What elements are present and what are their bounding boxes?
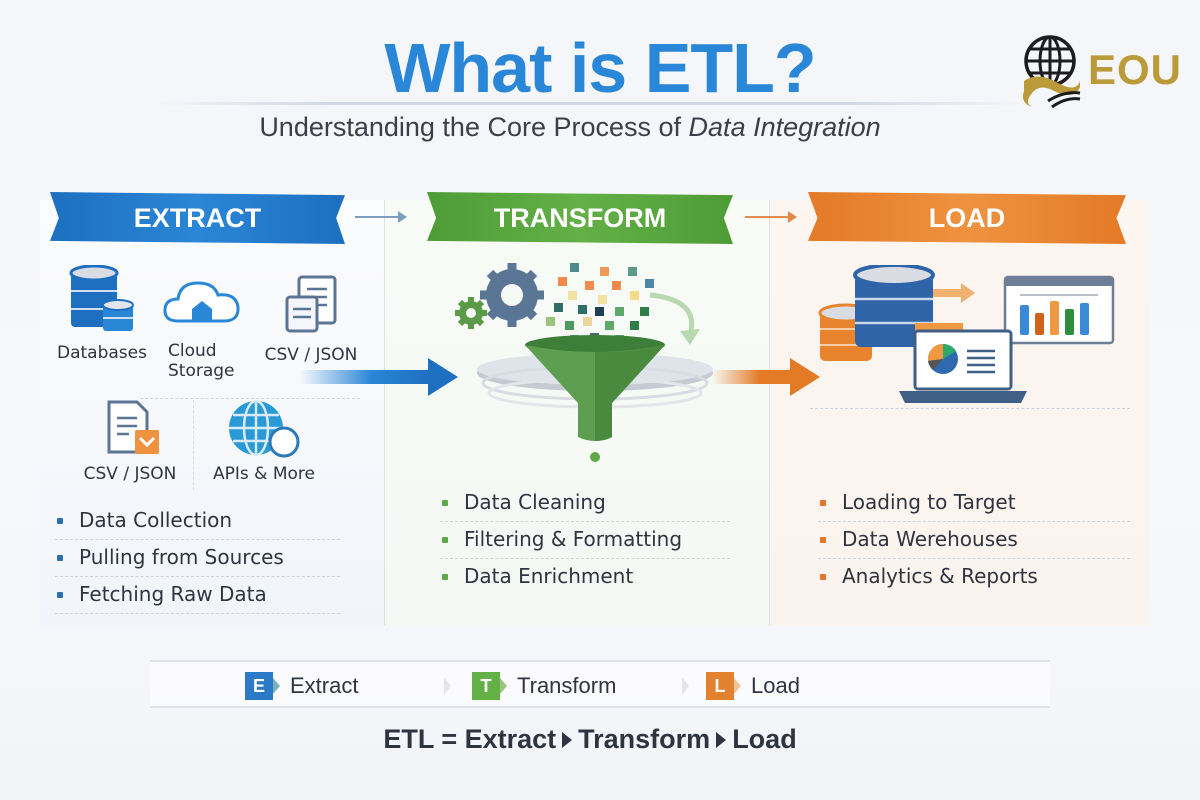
legend-transform: T Transform <box>472 672 616 700</box>
documents-icon <box>285 275 337 333</box>
bullet-icon <box>820 500 826 506</box>
logo-text: EOU <box>1088 46 1183 93</box>
flow-arrow-icon <box>712 358 822 396</box>
bullet-icon <box>57 592 63 598</box>
source-databases: Databases <box>52 265 152 363</box>
bullet-icon <box>442 537 448 543</box>
chevron-right-icon <box>734 678 741 694</box>
list-item: Data Werehouses <box>818 522 1130 559</box>
legend-extract: E Extract <box>245 672 358 700</box>
cloud-storage-icon <box>163 281 240 323</box>
transform-banner: TRANSFORM <box>427 192 733 244</box>
bullet-icon <box>820 537 826 543</box>
list-item: Pulling from Sources <box>55 540 340 577</box>
globe-api-icon <box>229 399 300 458</box>
load-banner: LOAD <box>808 192 1126 244</box>
load-panel <box>770 200 1150 625</box>
list-item: Analytics & Reports <box>818 559 1130 596</box>
play-triangle-icon <box>716 731 727 748</box>
list-item: Fetching Raw Data <box>55 577 340 614</box>
globe-wave-logo-icon <box>1023 35 1081 109</box>
bullet-icon <box>57 518 63 524</box>
chevron-right-icon <box>273 678 280 694</box>
warehouse-dashboard-icon <box>818 265 1115 403</box>
chevron-right-icon <box>500 678 507 694</box>
etl-legend: E Extract T Transform L Load <box>150 660 1050 708</box>
play-triangle-icon <box>562 731 573 748</box>
list-item: Filtering & Formatting <box>440 522 730 559</box>
transform-badge: T <box>472 672 500 700</box>
bullet-icon <box>442 500 448 506</box>
divider <box>193 400 194 490</box>
legend-load: L Load <box>706 672 800 700</box>
list-item: Data Cleaning <box>440 485 730 522</box>
funnel-gears-icon <box>455 263 713 462</box>
list-item: Data Enrichment <box>440 559 730 596</box>
source-apis: APIs & More <box>205 398 323 484</box>
divider <box>810 408 1130 409</box>
extract-bullet-list: Data Collection Pulling from Sources Fet… <box>55 503 340 614</box>
file-download-icon <box>107 400 159 454</box>
bullet-icon <box>57 555 63 561</box>
subtitle-emphasis: Data Integration <box>688 112 881 142</box>
bullet-icon <box>442 574 448 580</box>
list-item: Data Collection <box>55 503 340 540</box>
subtitle-text: Understanding the Core Process of <box>259 112 689 142</box>
eou-logo: EOU <box>1018 30 1188 110</box>
page-title: What is ETL? <box>384 29 816 107</box>
page-subtitle: Understanding the Core Process of Data I… <box>0 112 1140 143</box>
extract-banner: EXTRACT <box>50 192 345 244</box>
divider <box>140 398 360 399</box>
arrow-right-icon <box>355 211 407 223</box>
chevron-right-icon <box>682 677 689 695</box>
bullet-icon <box>820 574 826 580</box>
extract-badge: E <box>245 672 273 700</box>
source-cloud-storage: Cloud Storage <box>160 275 250 381</box>
title-divider <box>150 102 1030 105</box>
transform-bullet-list: Data Cleaning Filtering & Formatting Dat… <box>440 485 730 596</box>
database-icon <box>69 265 134 331</box>
source-csv-json-file: CSV / JSON <box>75 398 185 484</box>
load-badge: L <box>706 672 734 700</box>
flow-arrow-icon <box>300 358 460 396</box>
list-item: Loading to Target <box>818 485 1130 522</box>
arrow-right-icon <box>745 211 797 223</box>
load-bullet-list: Loading to Target Data Werehouses Analyt… <box>818 485 1130 596</box>
chevron-right-icon <box>444 677 451 695</box>
source-csv-json: CSV / JSON <box>256 275 366 365</box>
